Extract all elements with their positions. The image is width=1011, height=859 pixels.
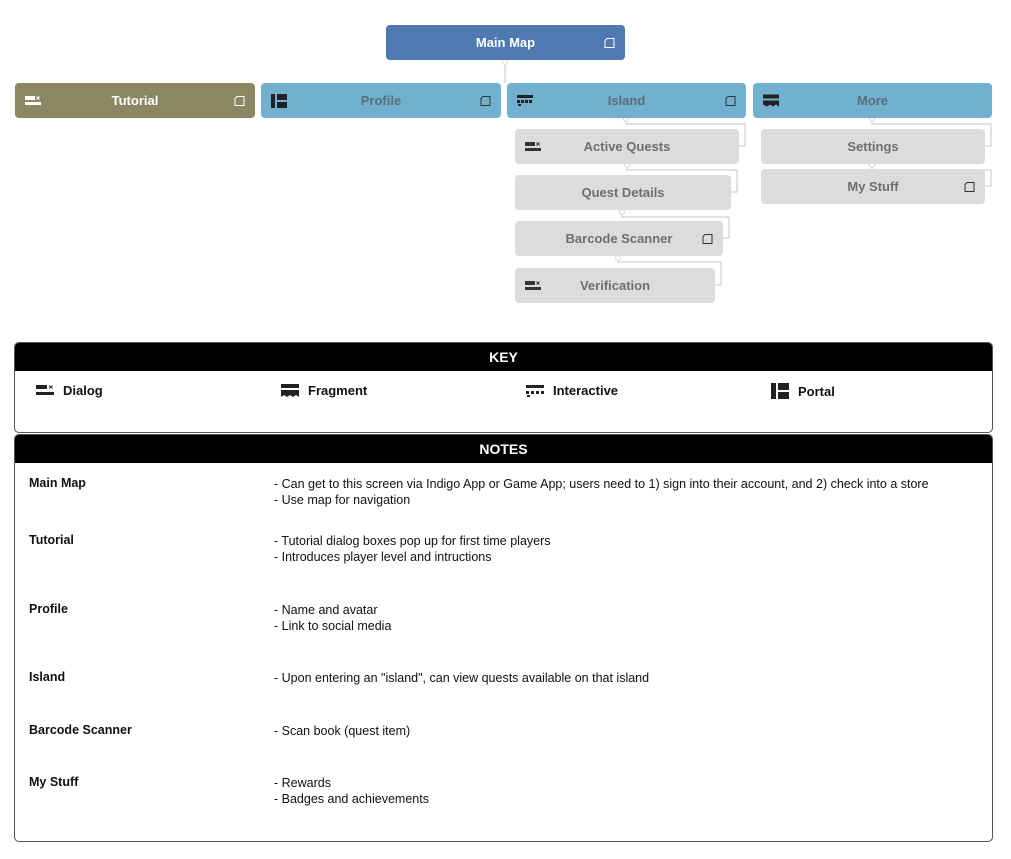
note-text: - Rewards - Badges and achievements: [274, 775, 429, 807]
dialog-icon: [36, 385, 54, 396]
node-barcode-scanner[interactable]: Barcode Scanner: [515, 221, 723, 256]
note-line: - Link to social media: [274, 619, 392, 633]
note-line: - Rewards: [274, 776, 331, 790]
key-label: Fragment: [308, 383, 368, 398]
fragment-icon: [763, 94, 779, 107]
note-title: Main Map: [29, 476, 86, 490]
note-line: - Upon entering an "island", can view qu…: [274, 671, 650, 685]
node-active-quests[interactable]: Active Quests: [515, 129, 739, 164]
node-label: Barcode Scanner: [565, 231, 673, 246]
key-title: KEY: [15, 343, 992, 371]
note-title: My Stuff: [29, 775, 79, 789]
note-line: - Scan book (quest item): [274, 724, 411, 738]
node-label: Active Quests: [583, 139, 671, 154]
node-label: Settings: [847, 139, 899, 154]
node-label: Tutorial: [111, 93, 159, 108]
node-more[interactable]: More: [753, 83, 992, 118]
note-line: - Introduces player level and intruction…: [274, 550, 492, 564]
note-line: - Tutorial dialog boxes pop up for first…: [274, 534, 551, 548]
note-line: - Badges and achievements: [274, 792, 429, 806]
node-main-map[interactable]: Main Map: [386, 25, 625, 60]
page-icon: [480, 95, 491, 106]
node-label: More: [856, 93, 889, 108]
fragment-icon: [281, 383, 299, 398]
page-icon: [702, 233, 713, 244]
key-item-fragment: Fragment: [281, 383, 367, 398]
key-item-dialog: Dialog: [36, 383, 103, 398]
interactive-icon: [517, 94, 533, 107]
note-line: - Name and avatar: [274, 603, 378, 617]
note-title: Barcode Scanner: [29, 723, 132, 737]
node-label: Island: [607, 93, 646, 108]
node-label: Quest Details: [581, 185, 665, 200]
note-text: - Scan book (quest item): [274, 723, 410, 739]
node-label: Profile: [360, 93, 402, 108]
key-item-interactive: Interactive: [526, 383, 618, 398]
portal-icon: [771, 383, 789, 399]
dialog-icon: [525, 280, 541, 291]
notes-panel: NOTES Main Map - Can get to this screen …: [14, 434, 993, 842]
note-text: - Name and avatar - Link to social media: [274, 602, 391, 634]
key-item-portal: Portal: [771, 383, 835, 399]
node-quest-details[interactable]: Quest Details: [515, 175, 731, 210]
note-text: - Upon entering an "island", can view qu…: [274, 670, 649, 686]
note-line: - Can get to this screen via Indigo App …: [274, 477, 929, 491]
key-panel: KEY Dialog Fragment Interactive Portal: [14, 342, 993, 433]
page-icon: [964, 181, 975, 192]
node-tutorial[interactable]: Tutorial: [15, 83, 255, 118]
note-line: - Use map for navigation: [274, 493, 411, 507]
interactive-icon: [526, 384, 544, 397]
key-label: Portal: [798, 383, 835, 399]
node-label: My Stuff: [847, 179, 899, 194]
node-island[interactable]: Island: [507, 83, 746, 118]
node-label: Main Map: [475, 35, 536, 50]
node-verification[interactable]: Verification: [515, 268, 715, 303]
node-label: Verification: [579, 278, 651, 293]
page-icon: [234, 95, 245, 106]
note-title: Island: [29, 670, 66, 684]
note-text: - Can get to this screen via Indigo App …: [274, 476, 929, 508]
portal-icon: [271, 93, 287, 108]
note-title: Tutorial: [29, 533, 74, 547]
dialog-icon: [25, 95, 41, 106]
page-icon: [604, 37, 615, 48]
page-icon: [725, 95, 736, 106]
dialog-icon: [525, 141, 541, 152]
note-text: - Tutorial dialog boxes pop up for first…: [274, 533, 551, 565]
node-profile[interactable]: Profile: [261, 83, 501, 118]
node-my-stuff[interactable]: My Stuff: [761, 169, 985, 204]
notes-title: NOTES: [15, 435, 992, 463]
key-label: Interactive: [553, 383, 619, 398]
note-title: Profile: [29, 602, 68, 616]
key-label: Dialog: [63, 383, 103, 398]
node-settings[interactable]: Settings: [761, 129, 985, 164]
